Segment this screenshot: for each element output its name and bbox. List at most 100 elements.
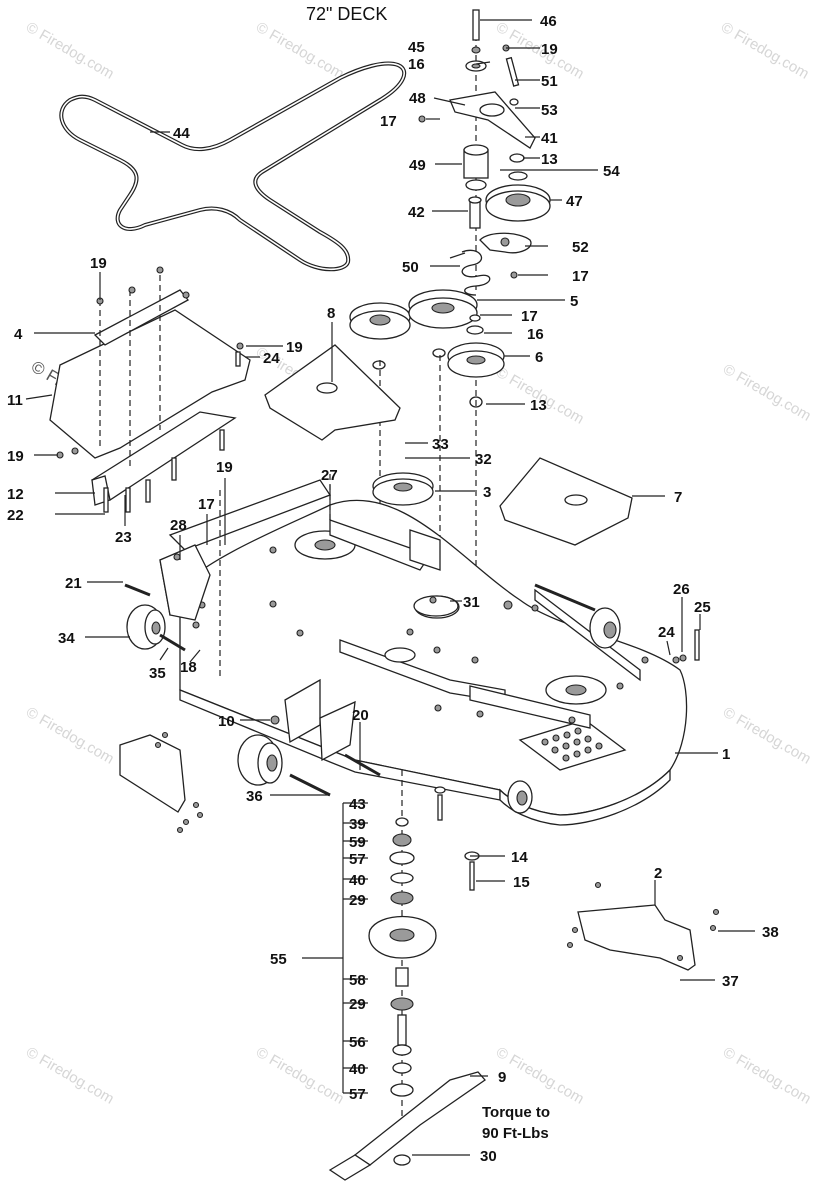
callout-57: 57 bbox=[349, 1086, 366, 1103]
watermark: © Firedog.com bbox=[23, 1044, 117, 1108]
callout-4: 4 bbox=[14, 326, 23, 343]
spindle-stack bbox=[368, 770, 480, 1120]
callout-3: 3 bbox=[483, 484, 491, 501]
callout-7: 7 bbox=[674, 489, 682, 506]
callout-11: 11 bbox=[7, 392, 23, 409]
watermark: © Firedog.com bbox=[253, 19, 347, 83]
torque-note-line1: Torque to bbox=[482, 1104, 550, 1121]
pulley-3 bbox=[372, 472, 434, 506]
callout-42: 42 bbox=[408, 204, 425, 221]
rear-right-wheel bbox=[589, 607, 621, 649]
watermark: © Firedog.com bbox=[720, 361, 814, 425]
belt-cover-left bbox=[264, 344, 401, 441]
callout-56: 56 bbox=[349, 1034, 366, 1051]
callout-50: 50 bbox=[402, 259, 419, 276]
rear-left-wheel bbox=[124, 544, 211, 652]
callout-38: 38 bbox=[762, 924, 779, 941]
callout-41: 41 bbox=[541, 130, 558, 147]
callout-17: 17 bbox=[198, 496, 215, 513]
callout-55: 55 bbox=[270, 951, 287, 968]
callout-21: 21 bbox=[65, 575, 82, 592]
callout-13: 13 bbox=[530, 397, 547, 414]
left-shield bbox=[49, 266, 251, 513]
deck-grille bbox=[541, 727, 603, 762]
callout-59: 59 bbox=[349, 834, 366, 851]
callout-18: 18 bbox=[180, 659, 197, 676]
callout-40: 40 bbox=[349, 1061, 366, 1078]
callout-32: 32 bbox=[475, 451, 492, 468]
callout-27: 27 bbox=[321, 467, 338, 484]
watermark: © Firedog.com bbox=[720, 704, 814, 768]
callout-19: 19 bbox=[7, 448, 24, 465]
right-skid-bracket bbox=[566, 881, 720, 971]
watermark: © Firedog.com bbox=[23, 704, 117, 768]
callout-14: 14 bbox=[511, 849, 528, 866]
blade-9 bbox=[328, 1071, 486, 1181]
callout-47: 47 bbox=[566, 193, 583, 210]
callout-12: 12 bbox=[7, 486, 24, 503]
leader-lines bbox=[25, 19, 755, 1156]
callout-19: 19 bbox=[216, 459, 233, 476]
callout-23: 23 bbox=[115, 529, 132, 546]
callout-52: 52 bbox=[572, 239, 589, 256]
callout-35: 35 bbox=[149, 665, 166, 682]
callout-20: 20 bbox=[352, 707, 369, 724]
watermark: © Firedog.com bbox=[720, 1044, 814, 1108]
callout-17: 17 bbox=[380, 113, 397, 130]
belt-part bbox=[59, 61, 407, 272]
callout-29: 29 bbox=[349, 892, 366, 909]
callouts: 46 45 19 16 51 48 53 17 41 49 13 54 44 4… bbox=[7, 13, 779, 1165]
callout-24: 24 bbox=[658, 624, 675, 641]
callout-48: 48 bbox=[409, 90, 426, 107]
callout-36: 36 bbox=[246, 788, 263, 805]
callout-40: 40 bbox=[349, 872, 366, 889]
callout-54: 54 bbox=[603, 163, 620, 180]
callout-44: 44 bbox=[173, 125, 190, 142]
callout-53: 53 bbox=[541, 102, 558, 119]
front-left-wheel bbox=[237, 678, 381, 797]
watermark: © Firedog.com bbox=[493, 1044, 587, 1108]
belt-cover-right bbox=[499, 457, 633, 546]
callout-10: 10 bbox=[218, 713, 235, 730]
callout-49: 49 bbox=[409, 157, 426, 174]
callout-9: 9 bbox=[498, 1069, 506, 1086]
callout-31: 31 bbox=[463, 594, 480, 611]
callout-16: 16 bbox=[408, 56, 425, 73]
idler-stack bbox=[418, 9, 551, 296]
mower-deck bbox=[159, 470, 688, 826]
callout-37: 37 bbox=[722, 973, 739, 990]
callout-34: 34 bbox=[58, 630, 75, 647]
callout-33: 33 bbox=[432, 436, 449, 453]
callout-30: 30 bbox=[480, 1148, 497, 1165]
callout-5: 5 bbox=[570, 293, 578, 310]
callout-bracket-55 bbox=[302, 802, 368, 1094]
callout-51: 51 bbox=[541, 73, 558, 90]
callout-24: 24 bbox=[263, 350, 280, 367]
left-skid-bracket bbox=[119, 731, 204, 834]
callout-19: 19 bbox=[541, 41, 558, 58]
callout-8: 8 bbox=[327, 305, 335, 322]
callout-46: 46 bbox=[540, 13, 557, 30]
callout-45: 45 bbox=[408, 39, 425, 56]
callout-16: 16 bbox=[527, 326, 544, 343]
callout-17: 17 bbox=[572, 268, 589, 285]
callout-22: 22 bbox=[7, 507, 24, 524]
torque-note-line2: 90 Ft-Lbs bbox=[482, 1125, 549, 1142]
diagram-title: 72" DECK bbox=[306, 4, 387, 24]
callout-43: 43 bbox=[349, 796, 366, 813]
front-right-wheel bbox=[507, 780, 533, 814]
watermark: © Firedog.com bbox=[493, 364, 587, 428]
baffle-31 bbox=[413, 595, 513, 617]
callout-1: 1 bbox=[722, 746, 730, 763]
callout-25: 25 bbox=[694, 599, 711, 616]
callout-19: 19 bbox=[286, 339, 303, 356]
callout-13: 13 bbox=[541, 151, 558, 168]
callout-57: 57 bbox=[349, 851, 366, 868]
callout-2: 2 bbox=[654, 865, 662, 882]
callout-58: 58 bbox=[349, 972, 366, 989]
callout-28: 28 bbox=[170, 517, 187, 534]
callout-15: 15 bbox=[513, 874, 530, 891]
watermark: © Firedog.com bbox=[718, 19, 812, 83]
callout-6: 6 bbox=[535, 349, 543, 366]
